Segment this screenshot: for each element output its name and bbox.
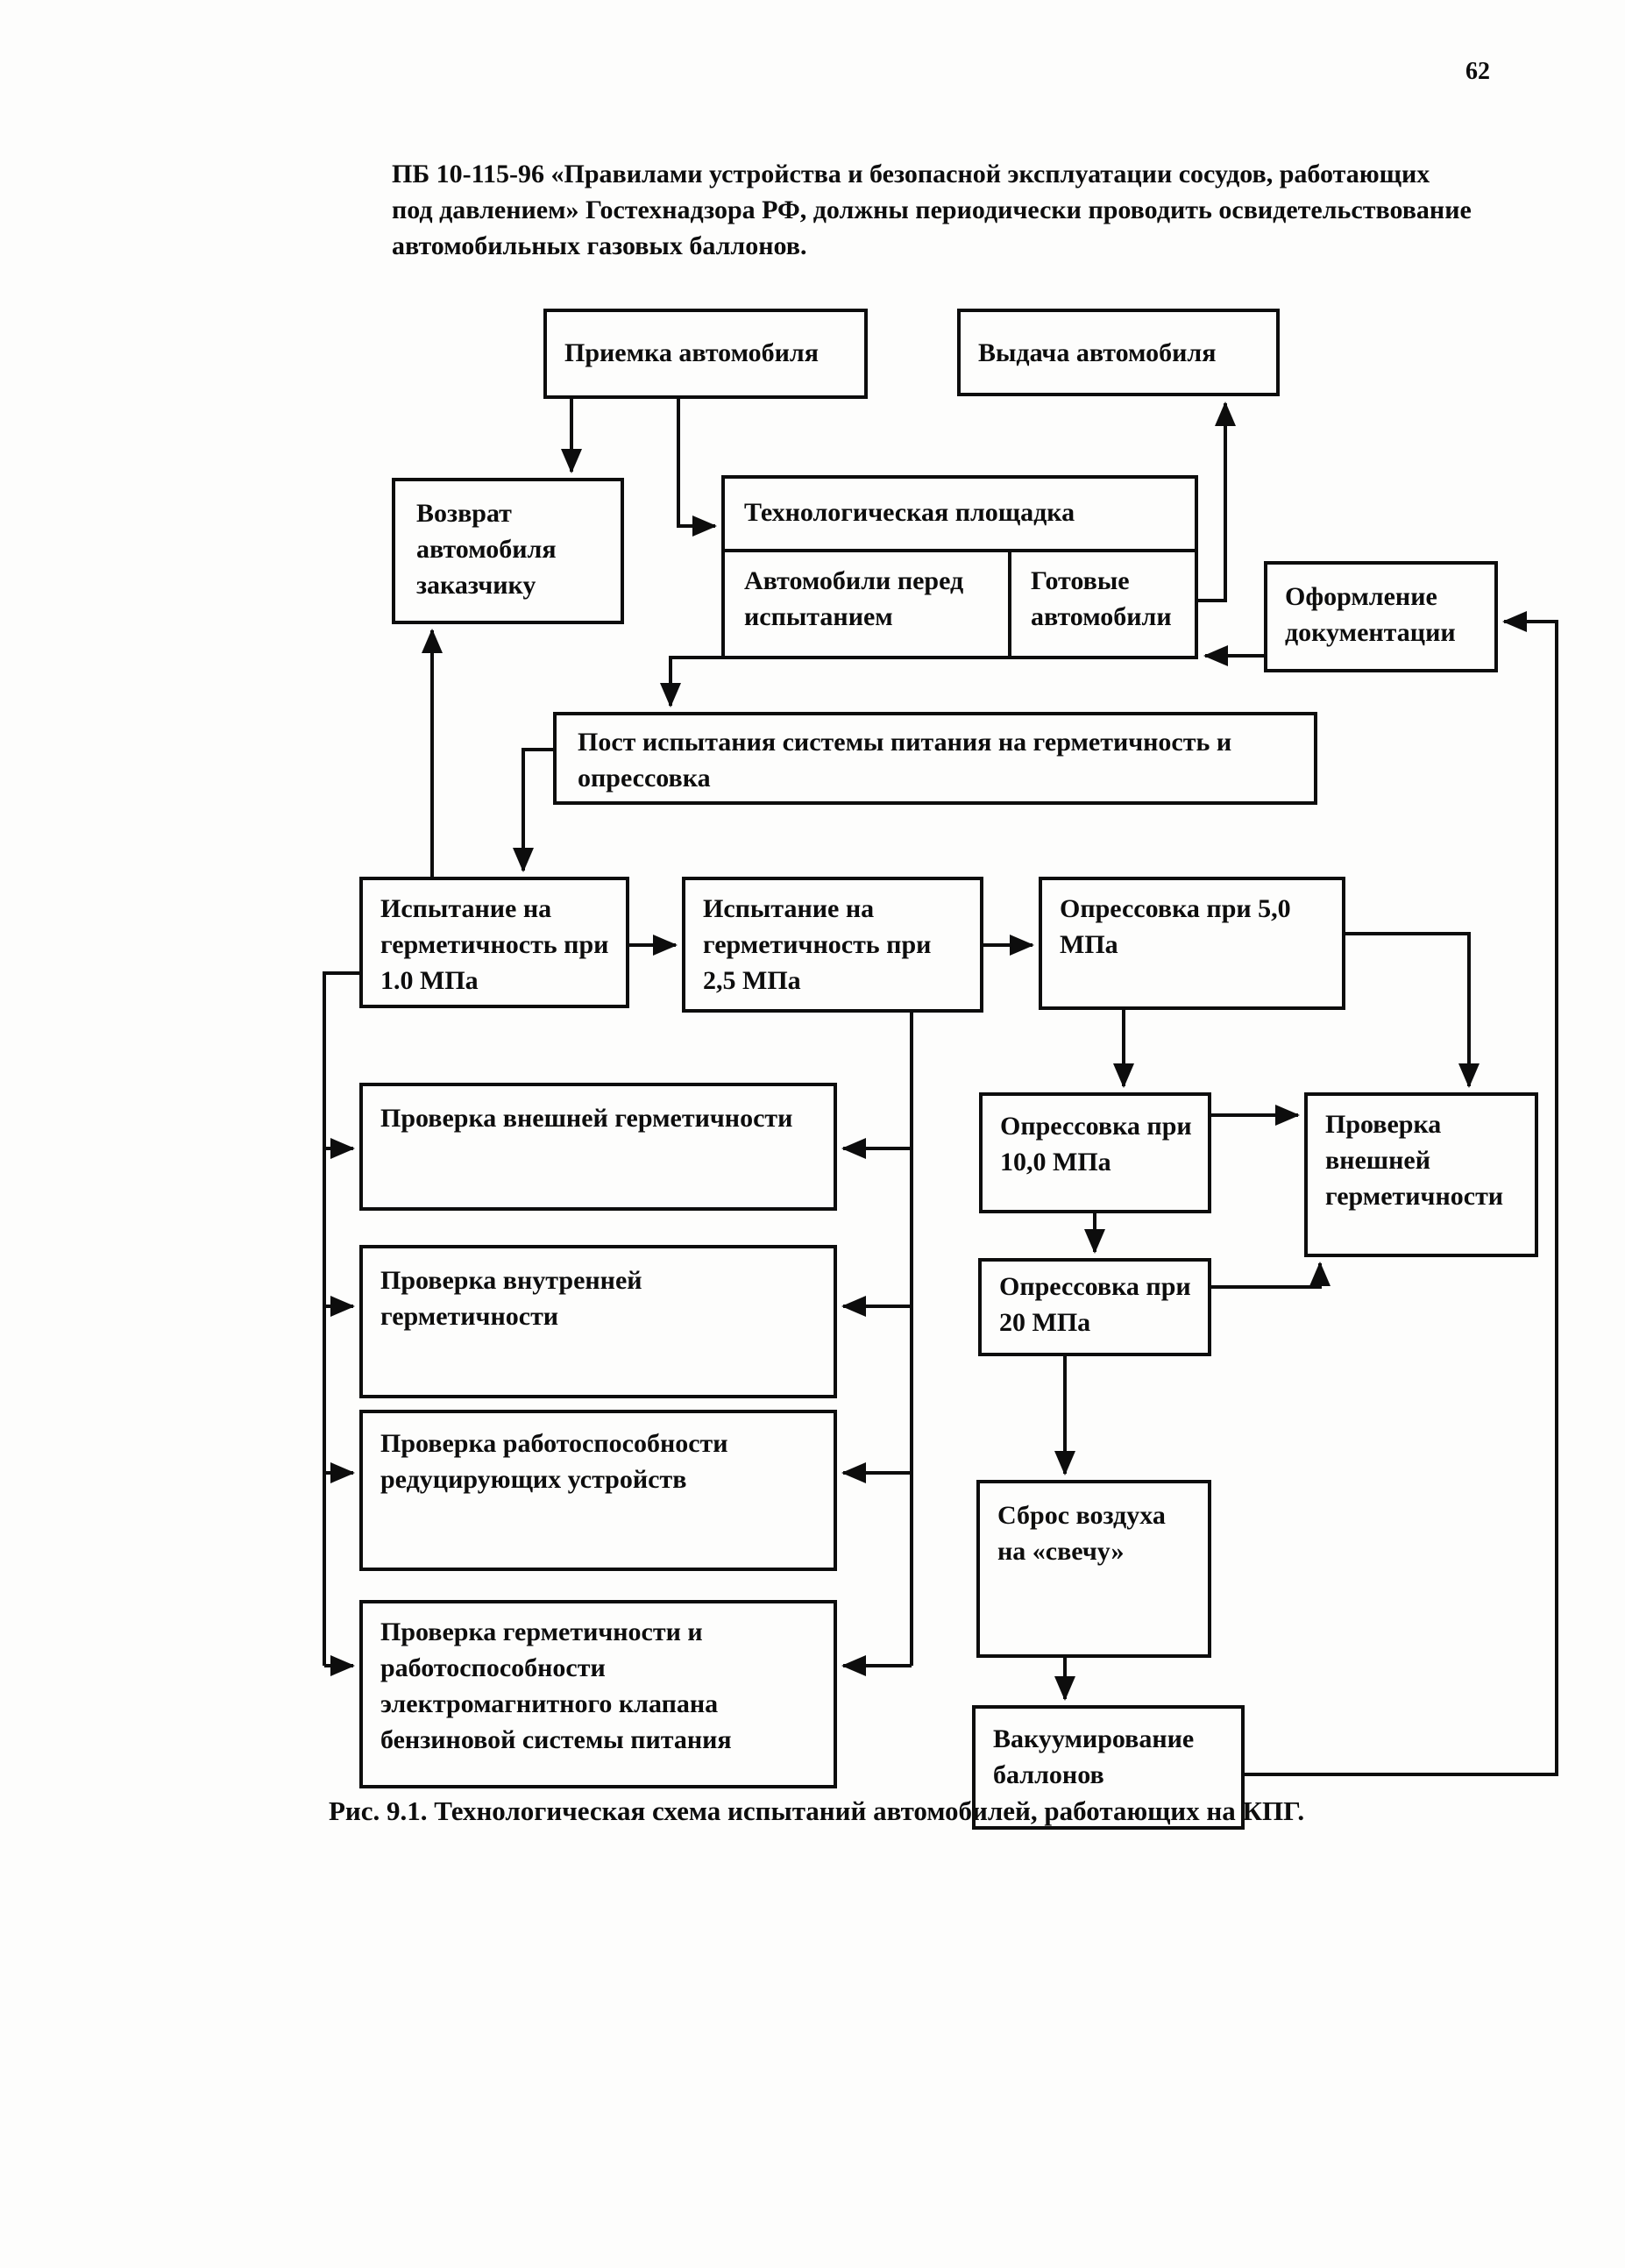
node-priemka: Приемка автомобиля	[543, 309, 868, 399]
edge-opr50-provvneshr	[1345, 932, 1480, 1088]
node-ploshchadka-title: Технологическая площадка	[725, 479, 1195, 552]
ploshchadka-cells: Автомобили перед испытанием Готовые авто…	[725, 552, 1195, 659]
node-prov-rabot: Проверка работоспособности редуцирующих …	[359, 1410, 837, 1571]
node-prov-vnesh: Проверка внешней герметичности	[359, 1083, 837, 1211]
node-sbros: Сброс воздуха на «свечу»	[976, 1480, 1211, 1658]
trunk-left	[323, 971, 359, 1666]
node-oformlenie: Оформление документации	[1264, 561, 1498, 672]
intro-paragraph: ПБ 10-115-96 «Правилами устройства и без…	[392, 160, 1472, 260]
edge-ploshchadka-post	[660, 656, 721, 707]
node-vakuum: Вакуумирование баллонов	[972, 1705, 1245, 1830]
edge-opr20-provvneshr	[1211, 1262, 1331, 1289]
node-isp25: Испытание на герметичность при 2,5 МПа	[682, 877, 983, 1013]
node-post: Пост испытания системы питания на гермет…	[553, 712, 1317, 805]
page-number: 62	[1465, 58, 1490, 85]
node-opr20: Опрессовка при 20 МПа	[978, 1258, 1211, 1356]
node-vozvrat: Возврат автомобиля заказчику	[392, 478, 624, 624]
edge-gotovye-vydacha	[1198, 402, 1236, 602]
node-prov-vnutr: Проверка внутренней герметичности	[359, 1245, 837, 1398]
node-ploshchadka: Технологическая площадка Автомобили пере…	[721, 475, 1198, 659]
edge-post-isp10	[513, 748, 553, 872]
node-vydacha: Выдача автомобиля	[957, 309, 1280, 396]
node-prov-germ: Проверка герметичности и работоспособнос…	[359, 1600, 837, 1788]
node-prov-vnesh-r: Проверка внешней герметичности	[1304, 1092, 1538, 1257]
figure-caption: Рис. 9.1. Технологическая схема испытани…	[329, 1795, 1305, 1826]
node-avtomobili-pered: Автомобили перед испытанием	[725, 552, 1011, 659]
edge-vakuum-oformlenie	[1245, 611, 1558, 1776]
edge-priemka-ploshchadka	[677, 399, 717, 537]
node-opr100: Опрессовка при 10,0 МПа	[979, 1092, 1211, 1213]
node-isp10: Испытание на герметичность при 1.0 МПа	[359, 877, 629, 1008]
node-gotovye: Готовые автомобили	[1031, 566, 1172, 631]
node-opr50: Опрессовка при 5,0 МПа	[1039, 877, 1345, 1010]
